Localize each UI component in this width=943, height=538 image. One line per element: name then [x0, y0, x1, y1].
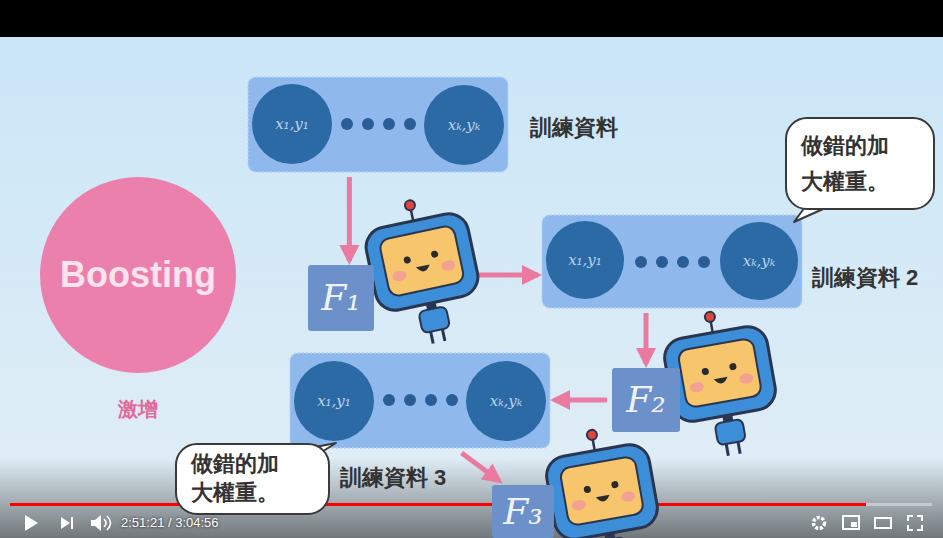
sample-circle: x₁,y₁ — [546, 221, 624, 299]
theater-icon — [875, 518, 891, 528]
sample-circle: xₖ,yₖ — [466, 361, 546, 441]
miniplayer-icon — [851, 522, 857, 527]
miniplayer-icon — [843, 516, 859, 529]
shape-fill — [424, 85, 504, 165]
fullscreen-icon — [908, 516, 922, 530]
method-circle: Boosting激增 — [40, 177, 236, 373]
dot — [635, 256, 647, 268]
box-heading: 訓練資料 3 — [340, 465, 446, 491]
dot — [404, 394, 416, 406]
next-icon — [71, 517, 73, 529]
flow-arrow — [554, 398, 607, 403]
training-data-box: 訓練資料 2x₁,y₁xₖ,yₖ — [542, 215, 802, 308]
shape-fill — [252, 84, 332, 164]
shape-fill — [40, 177, 236, 373]
dot — [341, 118, 353, 130]
node-text: F₁ — [321, 278, 360, 318]
data-box-fill — [290, 353, 550, 448]
letterbox-bar — [0, 0, 943, 37]
dot — [677, 256, 689, 268]
node-text: x₁,y₁ — [317, 392, 351, 410]
video-controls — [10, 503, 932, 531]
sample-circle: x₁,y₁ — [252, 84, 332, 164]
box-heading: 激增 — [118, 396, 158, 423]
flow-arrow — [644, 313, 649, 364]
flow-arrow — [462, 453, 500, 481]
dot — [383, 118, 395, 130]
shape-fill — [546, 221, 624, 299]
dot — [425, 394, 437, 406]
progress-bar — [10, 503, 866, 506]
box-heading: 訓練資料 — [530, 115, 618, 141]
model-box: F₂ — [612, 368, 680, 432]
training-data-box: 訓練資料 3x₁,y₁xₖ,yₖ — [290, 353, 550, 448]
node-text: 做錯的加 大權重。 — [801, 128, 919, 198]
flow-arrow — [347, 177, 352, 261]
shape-fill — [466, 361, 546, 441]
node-text: xₖ,yₖ — [743, 252, 776, 270]
dot — [446, 394, 458, 406]
next-icon — [61, 517, 70, 529]
sample-circle: xₖ,yₖ — [720, 222, 798, 300]
node-text: F₃ — [503, 492, 542, 532]
training-data-box: 訓練資料x₁,y₁xₖ,yₖ — [248, 77, 508, 172]
settings-icon — [814, 518, 825, 529]
sample-circle: xₖ,yₖ — [424, 85, 504, 165]
player-shade — [0, 458, 943, 538]
sample-circle: x₁,y₁ — [294, 361, 374, 441]
video-time: 2:51:21 / 3:04:56 — [121, 516, 219, 530]
data-box-fill — [248, 77, 508, 172]
box-heading: 訓練資料 2 — [812, 265, 918, 291]
node-text: x₁,y₁ — [568, 251, 602, 269]
ellipsis-dots — [341, 118, 710, 406]
speech-bubble: 做錯的加 大權重。 — [785, 117, 935, 210]
node-text: xₖ,yₖ — [490, 392, 523, 410]
node-text: Boosting — [60, 254, 216, 296]
robot-illustration — [540, 421, 668, 538]
progress-track — [10, 503, 932, 506]
dot — [656, 256, 668, 268]
node-text: F₂ — [626, 380, 665, 420]
shape-fill — [720, 222, 798, 300]
robot-illustration — [358, 190, 490, 353]
speech-bubble: 做錯的加 大權重。 — [175, 443, 330, 515]
play-icon — [25, 515, 38, 531]
volume-icon — [107, 516, 111, 530]
node-text: x₁,y₁ — [275, 115, 309, 133]
dot — [362, 118, 374, 130]
volume-icon — [91, 515, 101, 531]
dot — [404, 118, 416, 130]
model-box: F₁ — [308, 265, 374, 331]
shape-fill — [294, 361, 374, 441]
data-box-fill — [542, 215, 802, 308]
node-text: xₖ,yₖ — [448, 116, 481, 134]
dot — [383, 394, 395, 406]
model-box: F₃ — [492, 485, 554, 538]
node-text: 做錯的加 大權重。 — [191, 450, 314, 507]
dot — [698, 256, 710, 268]
volume-icon — [104, 519, 106, 527]
